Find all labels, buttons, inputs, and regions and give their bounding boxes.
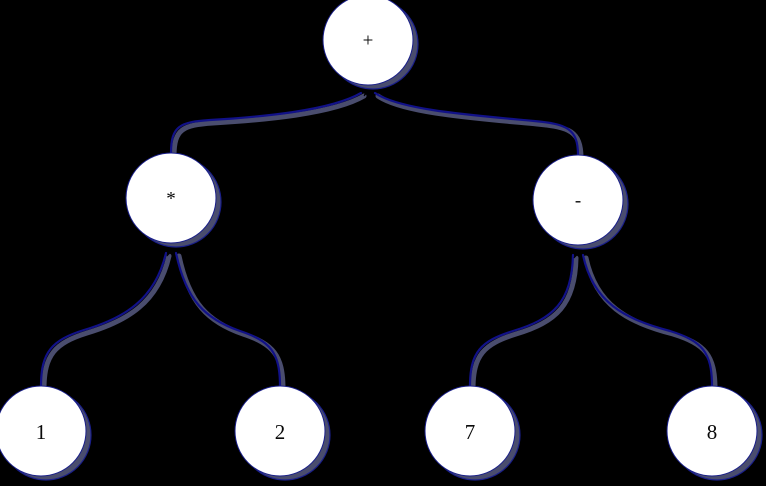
edge-shadow-layer [41, 93, 718, 392]
node-label-seven: 7 [465, 420, 476, 444]
node-circle[interactable] [532, 154, 624, 246]
node-label-mul: * [166, 189, 176, 210]
graph-node-seven[interactable]: 7 [424, 385, 516, 477]
graph-edge[interactable] [468, 253, 575, 388]
graph-edge[interactable] [39, 251, 168, 388]
graph-node-two[interactable]: 2 [234, 385, 326, 477]
node-circle[interactable] [666, 385, 758, 477]
edge-layer [39, 91, 714, 388]
graph-edge[interactable] [174, 251, 282, 388]
node-label-eight: 8 [707, 420, 718, 444]
graph-edge[interactable] [581, 253, 714, 388]
graph-node-one[interactable]: 1 [0, 385, 87, 477]
graph-node-root[interactable]: + [322, 0, 414, 86]
edge-shadow [176, 253, 286, 392]
graph-edge[interactable] [169, 91, 363, 155]
node-label-sub: - [575, 191, 581, 212]
graph-node-mul[interactable]: * [125, 152, 217, 244]
node-circle[interactable] [234, 385, 326, 477]
edge-arrowhead [166, 244, 176, 257]
edge-arrowhead [573, 246, 583, 259]
node-label-one: 1 [36, 420, 47, 444]
graph-node-sub[interactable]: - [532, 154, 624, 246]
node-label-root: + [363, 31, 374, 52]
node-label-two: 2 [275, 420, 286, 444]
node-circle[interactable] [125, 152, 217, 244]
edge-shadow [583, 255, 718, 392]
node-layer: + * - 1 2 7 8 [0, 0, 758, 477]
node-circle[interactable] [424, 385, 516, 477]
node-circle[interactable] [0, 385, 87, 477]
edge-shadow [470, 255, 579, 392]
graph-edge[interactable] [373, 91, 580, 157]
node-circle[interactable] [322, 0, 414, 86]
edge-arrowhead-layer [166, 84, 583, 259]
edge-shadow [41, 253, 172, 392]
edge-shadow [171, 93, 367, 159]
graph-node-eight[interactable]: 8 [666, 385, 758, 477]
